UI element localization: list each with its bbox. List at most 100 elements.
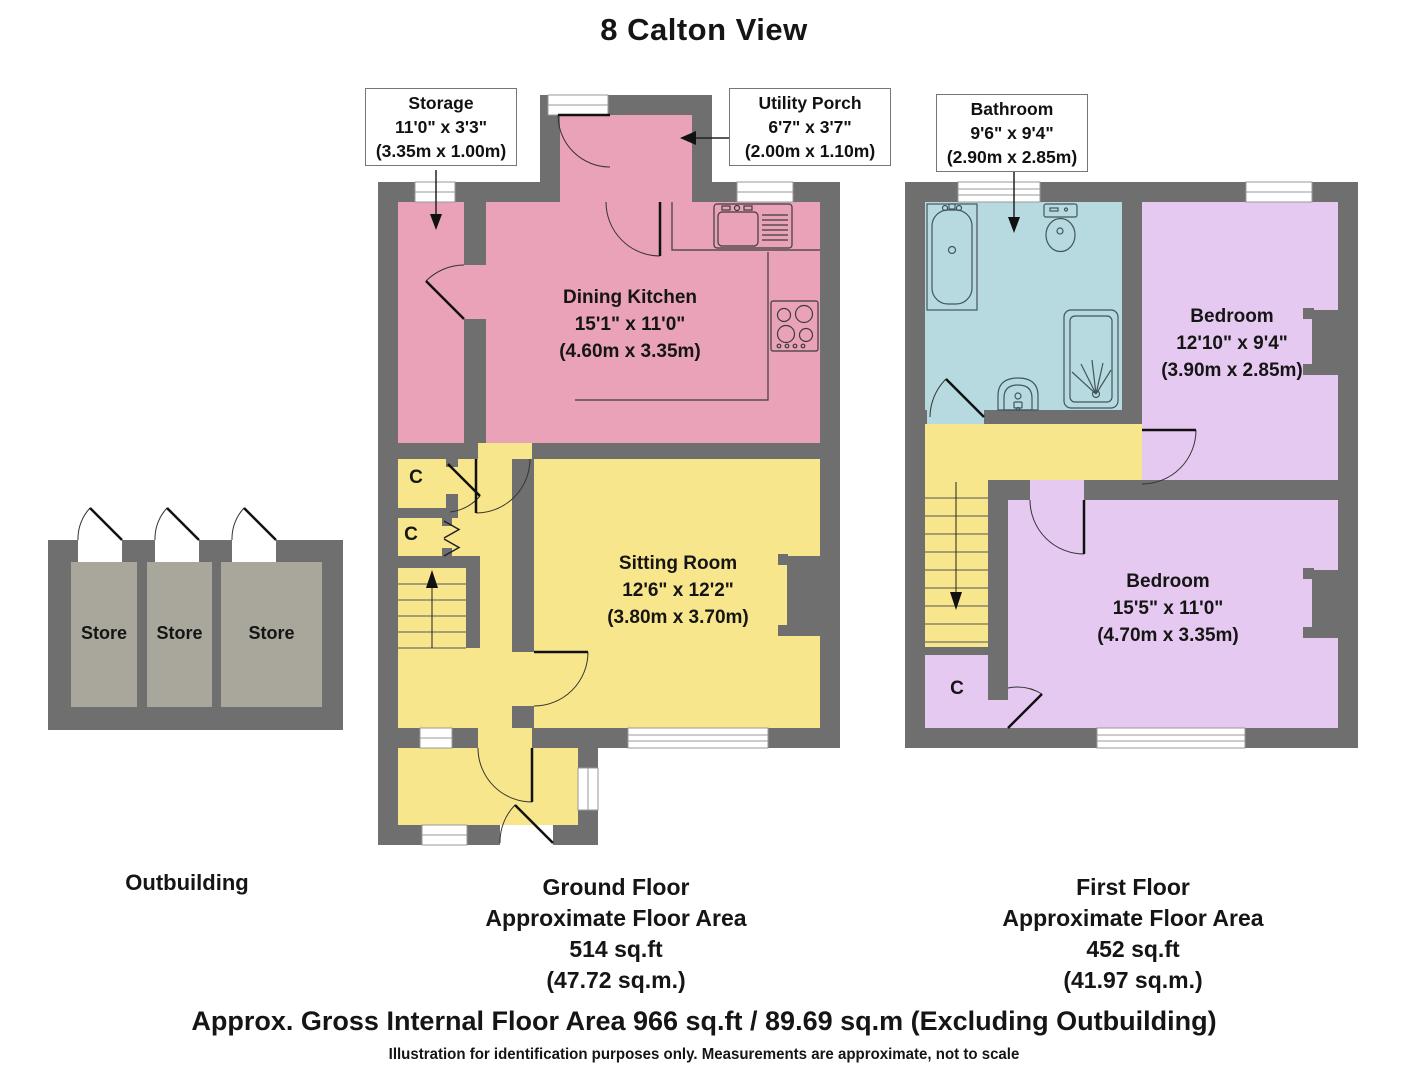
- dining-kitchen-dims-m: (4.60m x 3.35m): [559, 341, 701, 362]
- first-floor-title: First Floor: [1076, 874, 1190, 900]
- storage-room-fill: [398, 202, 464, 443]
- gf-bifold-doors: [443, 520, 461, 557]
- hob-icon: [770, 300, 819, 352]
- bedroom-rear-chimney-breast: [1303, 568, 1338, 638]
- utility-porch-callout-dims-m: (2.00m x 1.10m): [744, 141, 876, 161]
- bedroom-rear-door-gap: [1030, 480, 1084, 500]
- bedroom-rear-dims-m: (4.70m x 3.35m): [1097, 625, 1239, 646]
- store-1-door-gap: [78, 540, 122, 562]
- ff-windows: [957, 181, 1313, 749]
- first-floor-subtitle: Approximate Floor Area: [1002, 905, 1264, 931]
- utility-porch-callout-name: Utility Porch: [758, 93, 862, 113]
- first-floor-area-text: First Floor Approximate Floor Area 452 s…: [983, 872, 1283, 996]
- landing-fill: [925, 424, 1142, 480]
- bedroom-front-dims-m: (3.90m x 2.85m): [1161, 360, 1303, 381]
- ff-door-arcs: [929, 378, 1197, 695]
- bedroom-front-fill: [1142, 202, 1338, 480]
- dining-kitchen-dims-ft: 15'1" x 11'0": [574, 314, 686, 335]
- ff-stairs: [925, 482, 988, 643]
- bedroom-front-chimney-breast: [1303, 308, 1338, 375]
- storage-callout-dims-m: (3.35m x 1.00m): [375, 141, 507, 161]
- hall-kitchen-door-gap: [478, 443, 532, 459]
- outbuilding-plan: [48, 507, 343, 730]
- ff-closet-door-gap: [988, 700, 1008, 728]
- storage-callout-name: Storage: [408, 93, 474, 113]
- kitchen-fixtures: [575, 202, 820, 401]
- bathroom-arrow: [1008, 217, 1020, 233]
- store-3-door-gap: [232, 540, 276, 562]
- sitting-room-name: Sitting Room: [618, 553, 738, 574]
- callout-connectors: [430, 131, 1020, 233]
- ground-floor-plan: [378, 94, 840, 846]
- utility-porch-fill: [560, 115, 692, 202]
- ground-floor-title: Ground Floor: [542, 874, 690, 900]
- gf-closet-1-label: C: [409, 467, 423, 488]
- sitting-room-label: Sitting Room 12'6" x 12'2" (3.80m x 3.70…: [553, 550, 803, 631]
- sitting-room-fill: [534, 459, 820, 728]
- store-door-arcs: [77, 507, 245, 541]
- sink-icon: [997, 377, 1039, 412]
- gross-area-footer: Approx. Gross Internal Floor Area 966 sq…: [191, 1006, 1217, 1036]
- ground-floor-sqm: (47.72 sq.m.): [546, 967, 686, 993]
- gf-closet-2-label: C: [404, 524, 418, 545]
- bathroom-callout: Bathroom 9'6" x 9'4" (2.90m x 2.85m): [936, 94, 1088, 172]
- storage-callout: Storage 11'0" x 3'3" (3.35m x 1.00m): [365, 88, 517, 166]
- ground-floor-subtitle: Approximate Floor Area: [485, 905, 747, 931]
- bathroom-callout-dims-ft: 9'6" x 9'4": [970, 123, 1054, 143]
- first-floor-sqm: (41.97 sq.m.): [1063, 967, 1203, 993]
- bedroom-rear-dims-ft: 15'5" x 11'0": [1112, 598, 1224, 619]
- bathroom-callout-name: Bathroom: [970, 99, 1054, 119]
- disclaimer-footer: Illustration for identification purposes…: [388, 1046, 1020, 1063]
- sitting-room-dims-m: (3.80m x 3.70m): [607, 607, 749, 628]
- stairs-up-arrow: [426, 570, 438, 588]
- kitchen-counter: [671, 202, 820, 251]
- bathroom-fixtures: [926, 203, 1119, 412]
- gf-closet-walls: [398, 459, 480, 648]
- page-title: 8 Calton View: [600, 12, 808, 47]
- bedroom-front-label: Bedroom 12'10" x 9'4" (3.90m x 2.85m): [1107, 303, 1357, 384]
- dining-kitchen-fill: [486, 202, 820, 443]
- store-3-label: Store: [248, 623, 295, 643]
- rear-lobby-fill: [398, 748, 578, 825]
- dining-kitchen-name: Dining Kitchen: [562, 287, 698, 308]
- ff-closet-fill: [925, 655, 988, 728]
- first-floor-sqft: 452 sq.ft: [1086, 936, 1180, 962]
- gf-door-leaves: [425, 113, 662, 844]
- bedroom-front-dims-ft: 12'10" x 9'4": [1176, 333, 1288, 354]
- store-1-fill: [71, 562, 137, 707]
- storage-door-gap: [464, 265, 486, 319]
- rear-lobby-door-gap: [478, 728, 532, 748]
- store-2-label: Store: [156, 623, 203, 643]
- gf-stairs: [398, 570, 466, 649]
- bedroom-rear-fill: [1008, 500, 1338, 728]
- utility-porch-callout: Utility Porch 6'7" x 3'7" (2.00m x 1.10m…: [729, 88, 891, 166]
- storage-arrow: [430, 214, 442, 230]
- sitting-room-dims-ft: 12'6" x 12'2": [622, 580, 734, 601]
- gf-windows: [414, 94, 794, 846]
- bathroom-door-gap: [927, 410, 984, 424]
- utility-porch-arrow: [680, 131, 696, 145]
- ff-door-leaves: [945, 378, 1196, 729]
- bathroom-callout-dims-m: (2.90m x 2.85m): [946, 147, 1078, 167]
- gf-door-arcs: [425, 114, 661, 844]
- store-2-door-gap: [155, 540, 199, 562]
- store-door-leaves: [89, 507, 277, 541]
- ground-floor-area-text: Ground Floor Approximate Floor Area 514 …: [466, 872, 766, 996]
- store-3-fill: [221, 562, 322, 707]
- store-2-fill: [147, 562, 212, 707]
- bathroom-fill: [925, 202, 1122, 410]
- store-1-label: Store: [80, 623, 127, 643]
- sitting-chimney-breast: [778, 554, 820, 636]
- ff-closet-label: C: [950, 678, 964, 699]
- sitting-door-gap: [512, 652, 534, 706]
- kitchen-counter-return: [575, 252, 769, 401]
- shower-icon: [1063, 309, 1119, 409]
- utility-porch-callout-dims-ft: 6'7" x 3'7": [768, 117, 852, 137]
- kitchen-sink-icon: [713, 203, 793, 249]
- toilet-icon: [1043, 203, 1078, 253]
- first-floor-plan: [905, 181, 1358, 749]
- bathtub-icon: [926, 203, 978, 311]
- stairs-down-arrow: [950, 592, 962, 610]
